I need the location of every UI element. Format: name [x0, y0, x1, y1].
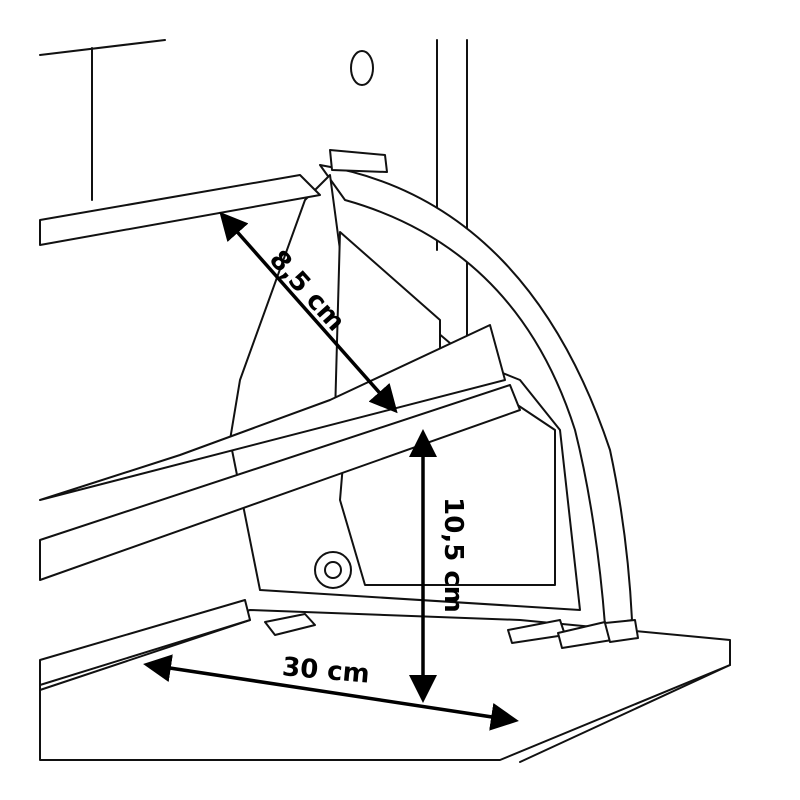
feet — [264, 613, 639, 649]
mounting-hole — [350, 50, 374, 86]
height-dimension-label: 10,5 cm — [437, 497, 468, 613]
dimension-arrow-depth — [143, 654, 519, 731]
rails — [39, 174, 521, 686]
dimension-arrow-diagonal — [219, 211, 398, 414]
wall-panel — [39, 39, 468, 381]
